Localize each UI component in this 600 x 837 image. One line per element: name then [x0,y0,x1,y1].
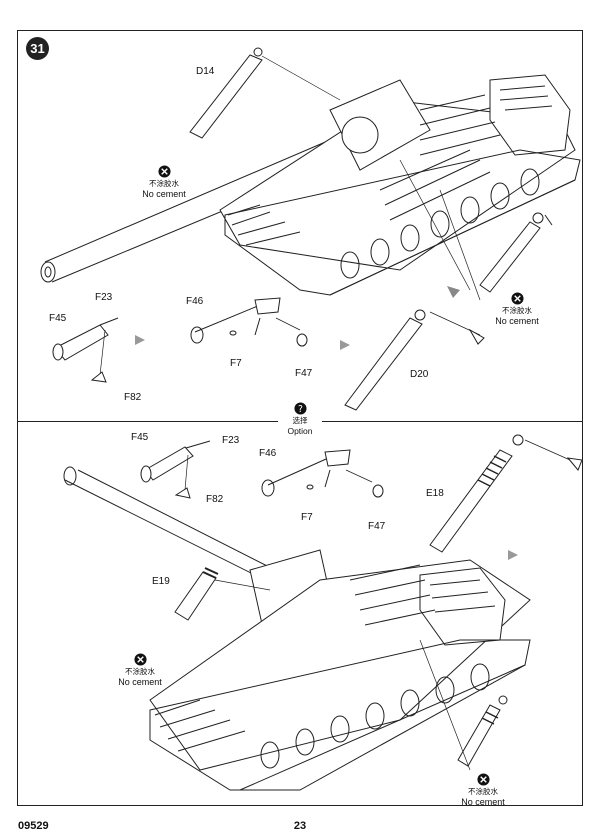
label-e19: E19 [152,576,170,587]
kit-code: 09529 [18,820,49,832]
no-glue-icon [510,292,524,305]
no-cement-note-top-right: 不涂胶水 No cement [477,292,557,326]
label-f7-bottom: F7 [301,512,313,523]
label-f45-top: F45 [49,313,67,324]
label-f82-top: F82 [124,392,142,403]
no-glue-icon [476,773,490,786]
divider-gap [278,414,322,428]
no-glue-icon [133,653,147,666]
label-f46-top: F46 [186,296,204,307]
page-number: 23 [293,820,307,832]
label-f23-bottom: F23 [222,435,240,446]
step-number-badge: 31 [26,37,49,60]
instruction-frame [17,30,583,806]
no-cement-note-bottom-left: 不涂胶水 No cement [100,653,180,687]
label-f46-bottom: F46 [259,448,277,459]
no-cement-note-top-left: 不涂胶水 No cement [124,165,204,199]
no-glue-icon [157,165,171,178]
label-f47-bottom: F47 [368,521,386,532]
label-d20: D20 [410,369,429,380]
label-f82-bottom: F82 [206,494,224,505]
question-icon: ? [293,402,307,415]
bottom-tank-drawing [63,434,583,791]
label-d14: D14 [196,66,215,77]
label-f23-top: F23 [95,292,113,303]
label-e18: E18 [426,488,444,499]
option-marker: ? 选择 Option [287,402,313,436]
label-f47-top: F47 [295,368,313,379]
svg-text:?: ? [298,404,303,415]
top-tank-drawing [40,47,581,411]
no-cement-note-bottom-right: 不涂胶水 No cement [443,773,523,807]
label-f45-bottom: F45 [131,432,149,443]
label-f7-top: F7 [230,358,242,369]
